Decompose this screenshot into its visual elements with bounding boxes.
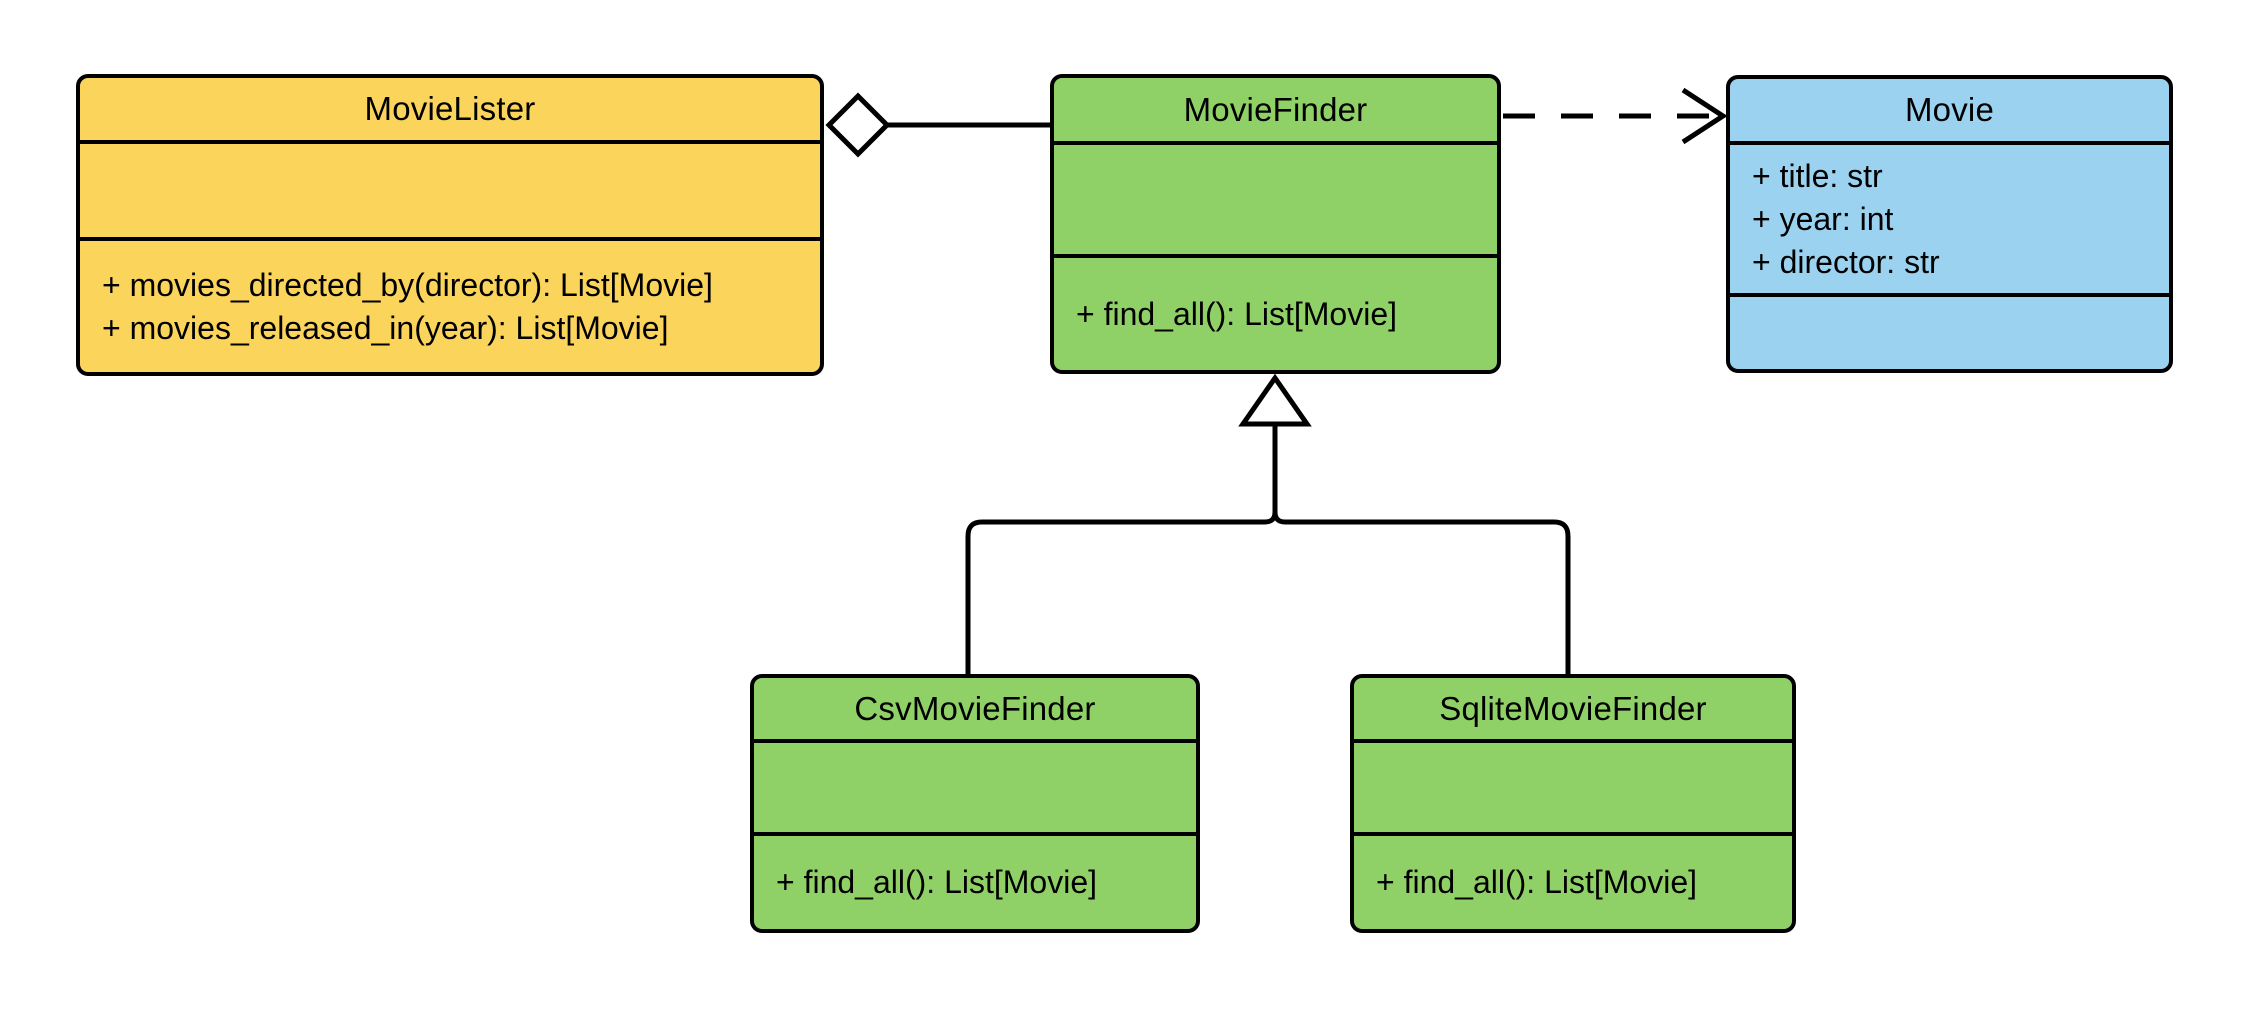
- inheritance-line-csvmoviefinder[interactable]: [965, 424, 1278, 676]
- method-find-all: + find_all(): List[Movie]: [1376, 864, 1698, 900]
- methods-compartment: [1730, 297, 2169, 369]
- class-node-movielister[interactable]: MovieLister + movies_directed_by(directo…: [76, 74, 824, 376]
- methods-compartment: + find_all(): List[Movie]: [1354, 836, 1792, 929]
- attributes-compartment: [754, 743, 1196, 836]
- attributes-compartment: + title: str + year: int + director: str: [1730, 145, 2169, 297]
- methods-compartment: + find_all(): List[Movie]: [1054, 258, 1497, 370]
- class-title: CsvMovieFinder: [754, 678, 1196, 743]
- class-title: SqliteMovieFinder: [1354, 678, 1792, 743]
- class-title: MovieLister: [80, 78, 820, 144]
- attributes-compartment: [1354, 743, 1792, 836]
- method-find-all: + find_all(): List[Movie]: [1076, 295, 1398, 332]
- inheritance-connector-group[interactable]: [965, 373, 1571, 676]
- dependency-connector-moviefinder-movie[interactable]: [1503, 87, 1728, 145]
- attribute-year: + year: int: [1752, 200, 1894, 237]
- open-arrowhead-icon: [1681, 87, 1728, 145]
- class-node-moviefinder[interactable]: MovieFinder + find_all(): List[Movie]: [1050, 74, 1501, 374]
- method-movies-directed-by: + movies_directed_by(director): List[Mov…: [102, 266, 713, 303]
- attributes-compartment: [80, 144, 820, 241]
- hollow-diamond-icon: [825, 92, 891, 158]
- attributes-compartment: [1054, 145, 1497, 258]
- class-title: MovieFinder: [1054, 78, 1497, 145]
- attribute-director: + director: str: [1752, 243, 1940, 280]
- class-node-csvmoviefinder[interactable]: CsvMovieFinder + find_all(): List[Movie]: [750, 674, 1200, 933]
- method-movies-released-in: + movies_released_in(year): List[Movie]: [102, 309, 669, 346]
- class-node-sqlitemoviefinder[interactable]: SqliteMovieFinder + find_all(): List[Mov…: [1350, 674, 1796, 933]
- aggregation-connector-movielister-moviefinder[interactable]: [825, 92, 1052, 158]
- attribute-title: + title: str: [1752, 157, 1883, 194]
- methods-compartment: + movies_directed_by(director): List[Mov…: [80, 241, 820, 372]
- methods-compartment: + find_all(): List[Movie]: [754, 836, 1196, 929]
- class-node-movie[interactable]: Movie + title: str + year: int + directo…: [1726, 75, 2173, 373]
- inheritance-line-sqlitemoviefinder[interactable]: [1272, 424, 1571, 676]
- method-find-all: + find_all(): List[Movie]: [776, 864, 1098, 900]
- class-title: Movie: [1730, 79, 2169, 145]
- hollow-triangle-icon: [1238, 373, 1312, 427]
